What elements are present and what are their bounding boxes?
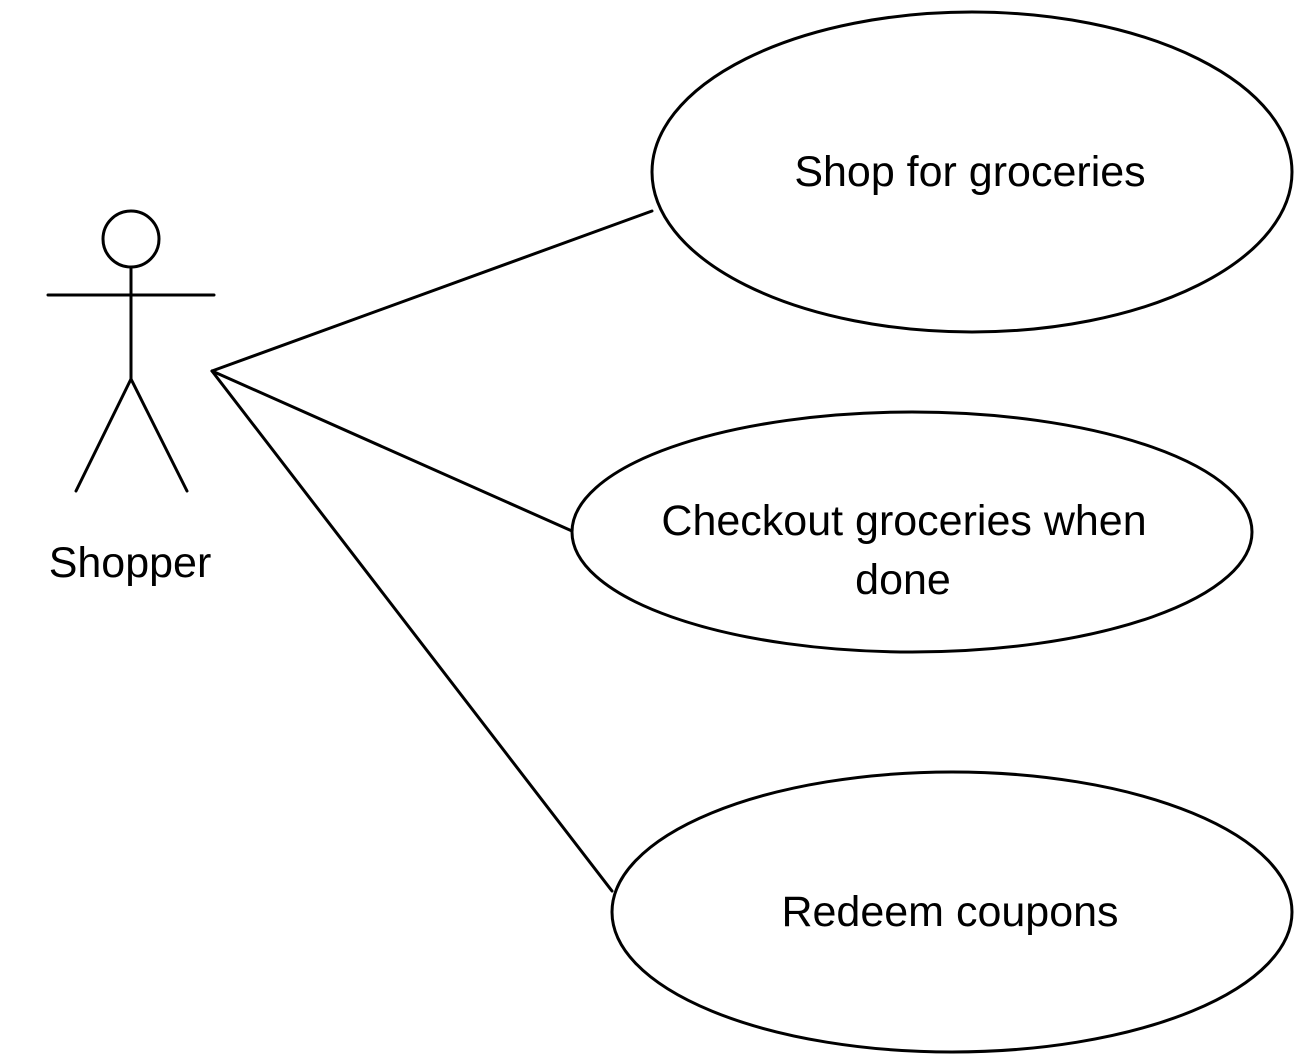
use-case-ellipse bbox=[650, 10, 1294, 334]
association-checkout-groceries bbox=[210, 369, 574, 533]
use-case-redeem-coupons: Redeem coupons bbox=[610, 770, 1294, 1054]
actor-head bbox=[101, 209, 161, 269]
actor-label: Shopper bbox=[49, 539, 212, 587]
association-shop-for-groceries bbox=[210, 209, 654, 373]
use-case-ellipse bbox=[610, 770, 1294, 1054]
association-redeem-coupons bbox=[210, 369, 614, 893]
use-case-label: Shop for groceries bbox=[794, 148, 1145, 196]
shopper-actor: Shopper bbox=[46, 209, 216, 587]
use-case-checkout-groceries: Checkout groceries when done bbox=[570, 410, 1254, 654]
use-case-label: Redeem coupons bbox=[781, 888, 1118, 936]
use-case-shop-for-groceries: Shop for groceries bbox=[650, 10, 1294, 334]
use-case-label: Checkout groceries when done bbox=[661, 497, 1158, 604]
actor-right-leg bbox=[129, 377, 189, 493]
use-case-ellipse bbox=[570, 410, 1254, 654]
actor-left-leg bbox=[74, 377, 133, 493]
